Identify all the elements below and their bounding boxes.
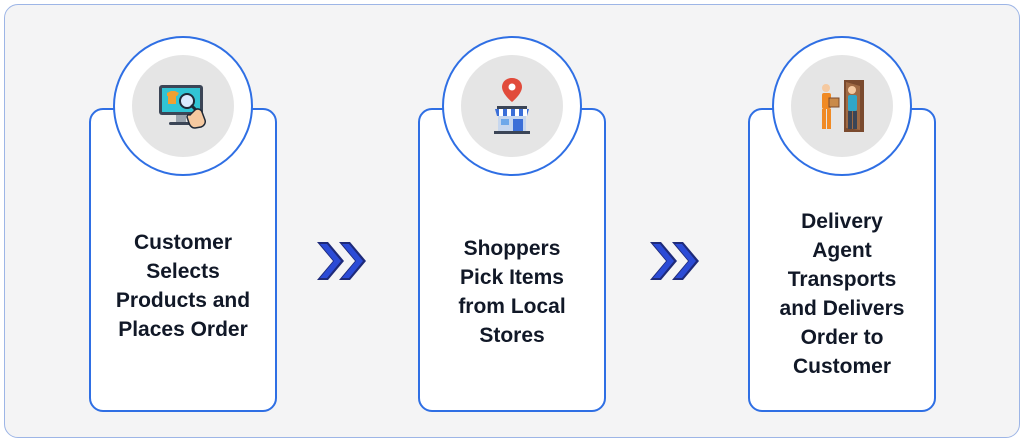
step-icon-circle-3	[772, 36, 912, 176]
step-card-2: Shoppers Pick Items from Local Stores	[418, 108, 606, 412]
step-icon-circle-1	[113, 36, 253, 176]
delivery-handover-icon	[822, 80, 864, 132]
store-location-icon	[494, 78, 530, 134]
step-label-1: Customer Selects Products and Places Ord…	[115, 231, 251, 341]
flow-diagram: Customer Selects Products and Places Ord…	[4, 4, 1020, 438]
double-chevron-right-icon	[317, 242, 366, 280]
double-chevron-right-icon	[650, 242, 699, 280]
step-label-3: Delivery Agent Transports and Delivers O…	[779, 210, 905, 378]
step-card-3: Delivery Agent Transports and Delivers O…	[748, 108, 936, 412]
step-icon-circle-2	[442, 36, 582, 176]
step-label-2: Shoppers Pick Items from Local Stores	[458, 237, 566, 347]
computer-shopping-icon	[159, 85, 206, 129]
